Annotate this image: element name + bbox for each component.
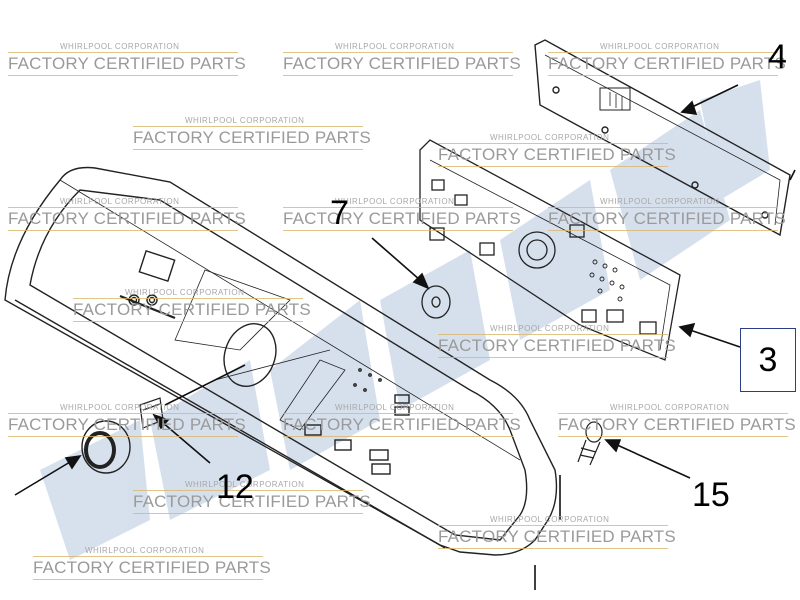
watermark: WHIRLPOOL CORPORATION FACTORY CERTIFIED … (558, 403, 798, 437)
watermark-rule (548, 75, 778, 76)
watermark-rule (8, 75, 238, 76)
watermark-company: WHIRLPOOL CORPORATION (125, 288, 245, 297)
selector-knob (81, 420, 131, 474)
watermark-tagline: FACTORY CERTIFIED PARTS (8, 54, 246, 73)
watermark-rule (73, 321, 303, 322)
watermark-rule (283, 230, 513, 231)
watermark: WHIRLPOOL CORPORATION FACTORY CERTIFIED … (8, 403, 248, 437)
watermark-rule (438, 525, 668, 526)
watermark-rule (73, 298, 303, 299)
watermark-company: WHIRLPOOL CORPORATION (60, 403, 180, 412)
watermark: WHIRLPOOL CORPORATION FACTORY CERTIFIED … (133, 116, 373, 150)
watermark: WHIRLPOOL CORPORATION FACTORY CERTIFIED … (438, 515, 678, 549)
watermark-rule (438, 334, 668, 335)
watermark-company: WHIRLPOOL CORPORATION (490, 515, 610, 524)
watermark-company: WHIRLPOOL CORPORATION (490, 324, 610, 333)
watermark-company: WHIRLPOOL CORPORATION (335, 403, 455, 412)
watermark: WHIRLPOOL CORPORATION FACTORY CERTIFIED … (283, 42, 523, 76)
watermark-rule (133, 490, 363, 491)
watermark-company: WHIRLPOOL CORPORATION (490, 133, 610, 142)
watermark-rule (133, 513, 363, 514)
watermark-company: WHIRLPOOL CORPORATION (60, 197, 180, 206)
brand-watermark-stamp (40, 80, 770, 560)
watermark-tagline: FACTORY CERTIFIED PARTS (283, 415, 521, 434)
watermark-company: WHIRLPOOL CORPORATION (185, 116, 305, 125)
callout-part-12: 12 (216, 468, 254, 506)
watermark-rule (283, 207, 513, 208)
watermark-tagline: FACTORY CERTIFIED PARTS (548, 54, 786, 73)
watermark: WHIRLPOOL CORPORATION FACTORY CERTIFIED … (283, 197, 523, 231)
watermark-tagline: FACTORY CERTIFIED PARTS (8, 415, 246, 434)
watermark: WHIRLPOOL CORPORATION FACTORY CERTIFIED … (438, 133, 678, 167)
watermark-tagline: FACTORY CERTIFIED PARTS (283, 209, 521, 228)
watermark-rule (558, 413, 788, 414)
watermark: WHIRLPOOL CORPORATION FACTORY CERTIFIED … (8, 197, 248, 231)
watermark-tagline: FACTORY CERTIFIED PARTS (73, 300, 311, 319)
callout-part-4: 4 (768, 38, 787, 76)
mounting-bracket (534, 39, 791, 237)
watermark-rule (438, 548, 668, 549)
watermark-tagline: FACTORY CERTIFIED PARTS (133, 128, 371, 147)
watermark-company: WHIRLPOOL CORPORATION (600, 197, 720, 206)
watermark-rule (133, 149, 363, 150)
watermark-rule (8, 230, 238, 231)
watermark-company: WHIRLPOOL CORPORATION (335, 197, 455, 206)
watermark-rule (8, 413, 238, 414)
console-panel (4, 166, 558, 556)
watermark: WHIRLPOOL CORPORATION FACTORY CERTIFIED … (283, 403, 523, 437)
watermark-tagline: FACTORY CERTIFIED PARTS (438, 527, 676, 546)
watermark-tagline: FACTORY CERTIFIED PARTS (558, 415, 796, 434)
watermark: WHIRLPOOL CORPORATION FACTORY CERTIFIED … (8, 42, 248, 76)
control-board (419, 139, 681, 361)
watermark-company: WHIRLPOOL CORPORATION (185, 480, 305, 489)
watermark: WHIRLPOOL CORPORATION FACTORY CERTIFIED … (548, 42, 788, 76)
watermark-rule (283, 52, 513, 53)
watermark-tagline: FACTORY CERTIFIED PARTS (33, 558, 271, 577)
watermark-company: WHIRLPOOL CORPORATION (610, 403, 730, 412)
watermark-rule (283, 436, 513, 437)
watermark-company: WHIRLPOOL CORPORATION (335, 42, 455, 51)
watermark-rule (548, 52, 778, 53)
watermark-rule (8, 436, 238, 437)
watermark-rule (558, 436, 788, 437)
callout-part-3: 3 (758, 341, 778, 379)
watermark-tagline: FACTORY CERTIFIED PARTS (438, 336, 676, 355)
watermark-tagline: FACTORY CERTIFIED PARTS (548, 209, 786, 228)
watermark-company: WHIRLPOOL CORPORATION (85, 546, 205, 555)
watermark-rule (438, 357, 668, 358)
watermark-rule (548, 230, 778, 231)
watermark-rule (548, 207, 778, 208)
watermark: WHIRLPOOL CORPORATION FACTORY CERTIFIED … (73, 288, 313, 322)
leader-lines (14, 84, 796, 590)
watermark-company: WHIRLPOOL CORPORATION (600, 42, 720, 51)
watermark-tagline: FACTORY CERTIFIED PARTS (133, 492, 371, 511)
watermark: WHIRLPOOL CORPORATION FACTORY CERTIFIED … (438, 324, 678, 358)
callout-part-15: 15 (692, 476, 730, 514)
callout-part-7: 7 (330, 194, 349, 232)
encoder-disk (421, 285, 451, 319)
callout-box-part-3: 3 (740, 328, 796, 392)
watermark-tagline: FACTORY CERTIFIED PARTS (283, 54, 521, 73)
watermark-rule (8, 207, 238, 208)
watermark-rule (133, 126, 363, 127)
watermark-rule (283, 75, 513, 76)
watermark-rule (283, 413, 513, 414)
watermark: WHIRLPOOL CORPORATION FACTORY CERTIFIED … (548, 197, 788, 231)
watermark: WHIRLPOOL CORPORATION FACTORY CERTIFIED … (33, 546, 273, 580)
watermark-tagline: FACTORY CERTIFIED PARTS (438, 145, 676, 164)
watermark-rule (438, 166, 668, 167)
watermark-rule (8, 52, 238, 53)
screw (577, 421, 603, 466)
watermark-company: WHIRLPOOL CORPORATION (60, 42, 180, 51)
watermark-rule (33, 556, 263, 557)
watermark-rule (33, 579, 263, 580)
watermark-rule (438, 143, 668, 144)
watermark: WHIRLPOOL CORPORATION FACTORY CERTIFIED … (133, 480, 373, 514)
watermark-tagline: FACTORY CERTIFIED PARTS (8, 209, 246, 228)
